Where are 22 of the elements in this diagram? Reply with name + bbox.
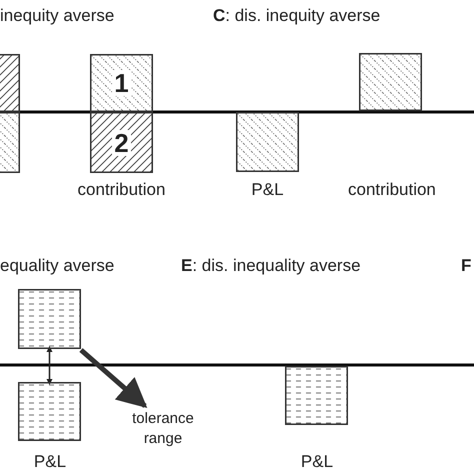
arrow (46, 346, 52, 385)
bar (285, 366, 348, 425)
bar-number: 1 (112, 70, 131, 96)
panel-title: E: dis. inequality averse (181, 255, 361, 277)
bar-label: P&L (300, 451, 334, 473)
bar (359, 53, 422, 111)
panel-title: F (461, 255, 472, 277)
bar-label: P&L (32, 451, 68, 473)
bar (18, 382, 81, 441)
bar-label: contribution (348, 179, 436, 201)
callout-text: tolerance range (122, 409, 204, 449)
bar-number: 2 (112, 130, 131, 156)
panel-title: equality averse (0, 255, 114, 277)
bar (236, 112, 299, 172)
bar (90, 54, 153, 112)
bar-label: P&L (250, 179, 285, 201)
bar-label: contribution (76, 179, 166, 201)
panel-title: C: dis. inequity averse (213, 5, 380, 27)
arrow (79, 348, 148, 408)
panel-title: inequity averse (0, 5, 114, 27)
bar (90, 112, 153, 173)
bar (18, 289, 81, 349)
